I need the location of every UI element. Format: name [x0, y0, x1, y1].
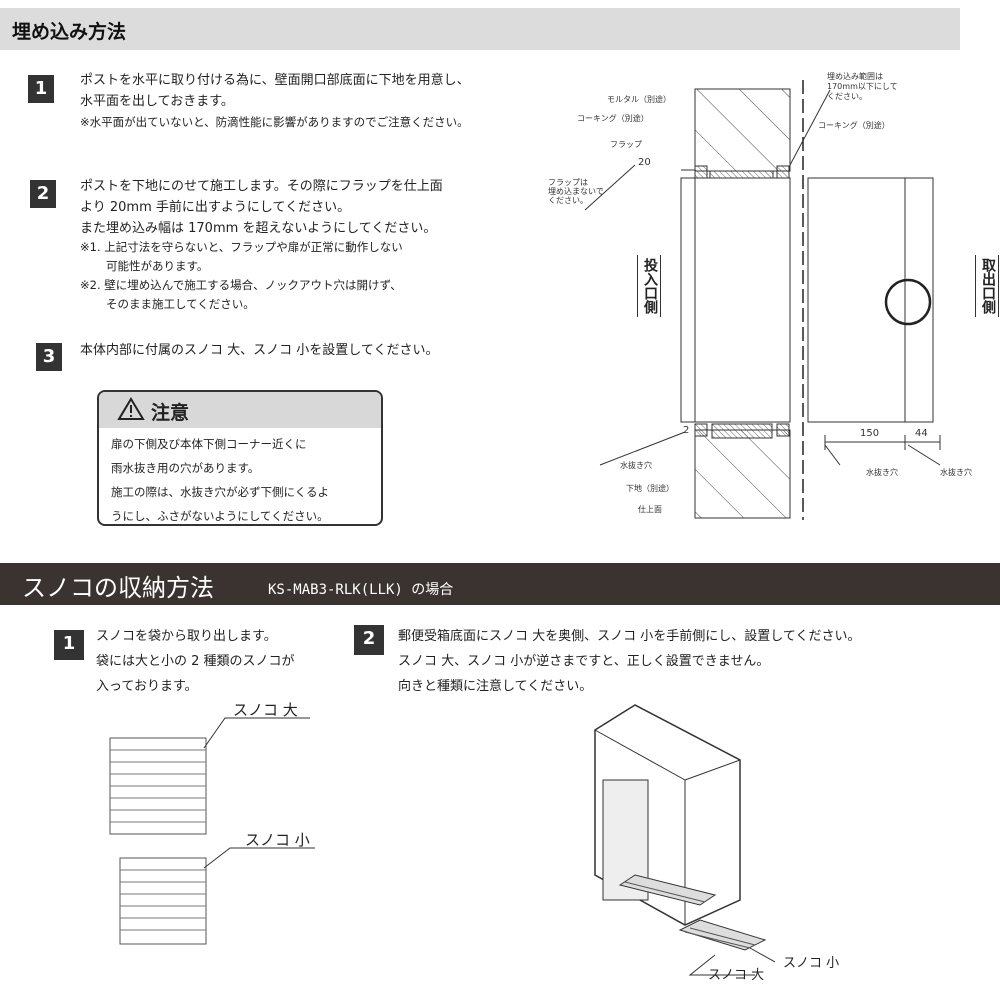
section-banner-sunoko: スノコの収納方法 KS-MAB3-RLK(LLK) の場合: [0, 563, 1000, 605]
step1-text: ポストを水平に取り付ける為に、壁面開口部底面に下地を用意し、 水平面を出しておき…: [80, 70, 470, 133]
text-line: 郵便受箱底面にスノコ 大を奥側、スノコ 小を手前側にし、設置してください。: [398, 629, 861, 644]
note: 可能性があります。: [106, 259, 209, 273]
label-sunoko-small: スノコ 小: [245, 831, 310, 849]
step-number: 2: [354, 625, 384, 655]
text-line: 袋には大と小の 2 種類のスノコが: [96, 654, 295, 669]
installation-section-diagram: [584, 80, 941, 520]
label-sunoko-large: スノコ 大: [708, 968, 765, 983]
dimension-2: 2: [683, 425, 690, 436]
caution-line: 施工の際は、水抜き穴が必ず下側にくるよ: [111, 485, 330, 499]
label-drain-hole: 水抜き穴: [866, 468, 898, 477]
label-sunoko-large: スノコ 大: [233, 701, 298, 719]
note: ※2. 壁に埋め込んで施工する場合、ノックアウト穴は開けず、: [80, 278, 402, 292]
text-line: 水平面を出しておきます。: [80, 94, 234, 109]
sunoko-step2-text: 郵便受箱底面にスノコ 大を奥側、スノコ 小を手前側にし、設置してください。 スノ…: [398, 624, 861, 699]
label-finish-surface: 仕上面: [638, 505, 662, 514]
text-line: 向きと種類に注意してください。: [398, 679, 593, 694]
label-drain-hole: 水抜き穴: [620, 461, 652, 470]
caution-title: 注意: [151, 402, 190, 424]
label-flap-note: フラップは埋め込まないでください。: [548, 178, 604, 205]
step2-text: ポストを下地にのせて施工します。その際にフラップを仕上面 より 20mm 手前に…: [80, 176, 443, 239]
text-line: ください。: [827, 92, 867, 101]
caution-line: 扉の下側及び本体下側コーナー近くに: [111, 437, 307, 451]
step-number: 3: [36, 343, 62, 371]
sunoko-step1-text: スノコを袋から取り出します。 袋には大と小の 2 種類のスノコが 入っております…: [96, 624, 295, 699]
caution-line: うにし、ふさがないようにしてください。: [111, 509, 329, 523]
label-flap: フラップ: [610, 140, 642, 149]
text-line: 入っております。: [96, 679, 198, 694]
step2-notes: ※1. 上記寸法を守らないと、フラップや扉が正常に動作しない 可能性があります。…: [80, 238, 403, 314]
label-insert-side: 投入口側: [637, 255, 661, 317]
caution-line: 雨水抜き用の穴があります。: [111, 461, 260, 475]
text-line: より 20mm 手前に出すようにしてください。: [80, 200, 351, 215]
label-drain-hole: 水抜き穴: [940, 468, 972, 477]
dimension-20: 20: [638, 157, 651, 168]
step-number: 1: [54, 630, 84, 660]
text-line: 埋め込まないで: [548, 187, 604, 196]
dimension-44: 44: [915, 428, 928, 439]
text-line: フラップは: [548, 178, 588, 187]
text-line: ください。: [548, 196, 588, 205]
caution-box: 注意 扉の下側及び本体下側コーナー近くに 雨水抜き用の穴があります。 施工の際は…: [97, 390, 383, 526]
note: ※水平面が出ていないと、防滴性能に影響がありますのでご注意ください。: [80, 115, 469, 129]
label-mortar: モルタル（別途）: [607, 95, 671, 104]
text-line: スノコを袋から取り出します。: [96, 629, 277, 644]
section-title: 埋め込み方法: [12, 21, 127, 43]
label-sunoko-small: スノコ 小: [783, 956, 840, 971]
section-subtitle: KS-MAB3-RLK(LLK) の場合: [268, 582, 454, 598]
warning-icon: [117, 397, 145, 420]
dimension-150: 150: [860, 428, 880, 439]
note: そのまま施工してください。: [106, 297, 255, 311]
section-header-embedding: 埋め込み方法: [0, 8, 960, 50]
step-number: 2: [30, 180, 56, 208]
label-caulking-right: コーキング（別途）: [818, 121, 890, 130]
note: ※1. 上記寸法を守らないと、フラップや扉が正常に動作しない: [80, 240, 403, 254]
section-title: スノコの収納方法: [22, 574, 214, 602]
label-take-side: 取出口側: [975, 255, 999, 317]
text-line: スノコ 大、スノコ 小が逆さまですと、正しく設置できません。: [398, 654, 770, 669]
label-caulking-left: コーキング（別途）: [577, 114, 649, 123]
sunoko-drawings: [109, 717, 315, 945]
label-base: 下地（別途）: [626, 484, 674, 493]
text-line: 170mm以下にして: [827, 82, 898, 91]
mailbox-isometric-drawing: [594, 704, 775, 976]
sunoko-small-drawing: [119, 857, 207, 945]
text-line: ポストを下地にのせて施工します。その際にフラップを仕上面: [80, 179, 443, 194]
text-line: ポストを水平に取り付ける為に、壁面開口部底面に下地を用意し、: [80, 73, 470, 88]
step-number: 1: [28, 75, 54, 103]
text-line: また埋め込み幅は 170mm を超えないようにしてください。: [80, 221, 437, 236]
sunoko-large-drawing: [109, 737, 207, 835]
step3-text: 本体内部に付属のスノコ 大、スノコ 小を設置してください。: [80, 343, 439, 358]
text-line: 埋め込み範囲は: [827, 72, 883, 81]
